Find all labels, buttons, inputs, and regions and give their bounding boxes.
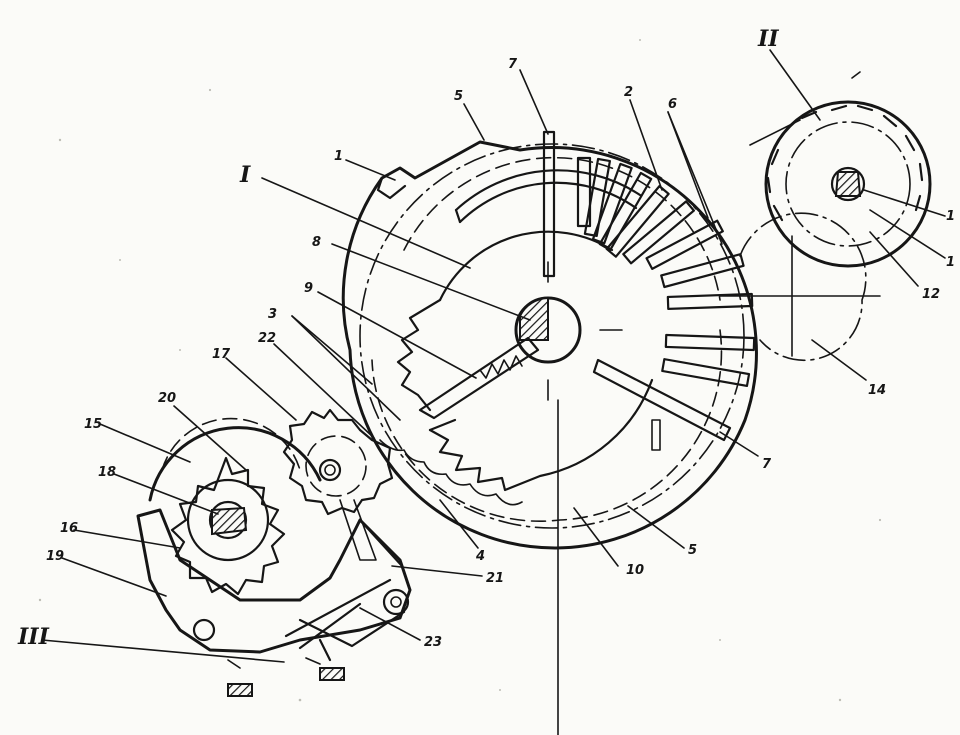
- label-20: 20: [158, 391, 176, 406]
- label-5-bottom: 5: [688, 543, 697, 558]
- label-18: 18: [98, 465, 116, 480]
- label-23: 23: [424, 635, 442, 650]
- label-12: 12: [922, 287, 940, 302]
- label-7-top: 7: [508, 57, 518, 72]
- part-labels: I II III 1 2 3 4 5 5 6 7 7 8 9 10 1 1 12…: [17, 26, 955, 650]
- gear-17: [282, 408, 394, 516]
- label-1: 1: [334, 149, 343, 164]
- label-roman-i: I: [239, 162, 251, 188]
- label-5-top: 5: [454, 89, 463, 104]
- label-9: 9: [304, 281, 313, 296]
- label-14: 14: [868, 383, 886, 398]
- label-2: 2: [624, 85, 633, 100]
- wheel-ii: [719, 71, 946, 362]
- label-11-upper: 1: [946, 209, 955, 224]
- main-wheel: [341, 130, 758, 735]
- gear-15-20: [148, 417, 322, 596]
- label-16: 16: [60, 521, 78, 536]
- label-17: 17: [212, 347, 231, 362]
- label-4: 4: [475, 549, 485, 564]
- label-7-bottom: 7: [762, 457, 772, 472]
- label-6: 6: [668, 97, 677, 112]
- label-roman-iii: III: [17, 624, 50, 650]
- label-22: 22: [258, 331, 276, 346]
- leader-lines: [41, 49, 919, 663]
- label-11-lower: 1: [946, 255, 955, 270]
- paper-texture: [38, 39, 882, 702]
- label-21: 21: [486, 571, 504, 586]
- label-roman-ii: II: [757, 26, 779, 52]
- label-3: 3: [268, 307, 277, 322]
- radial-fingers: [576, 156, 756, 388]
- lever-assembly: [136, 499, 412, 697]
- label-19: 19: [46, 549, 64, 564]
- label-8: 8: [312, 235, 321, 250]
- label-10: 10: [626, 563, 644, 578]
- label-15: 15: [84, 417, 102, 432]
